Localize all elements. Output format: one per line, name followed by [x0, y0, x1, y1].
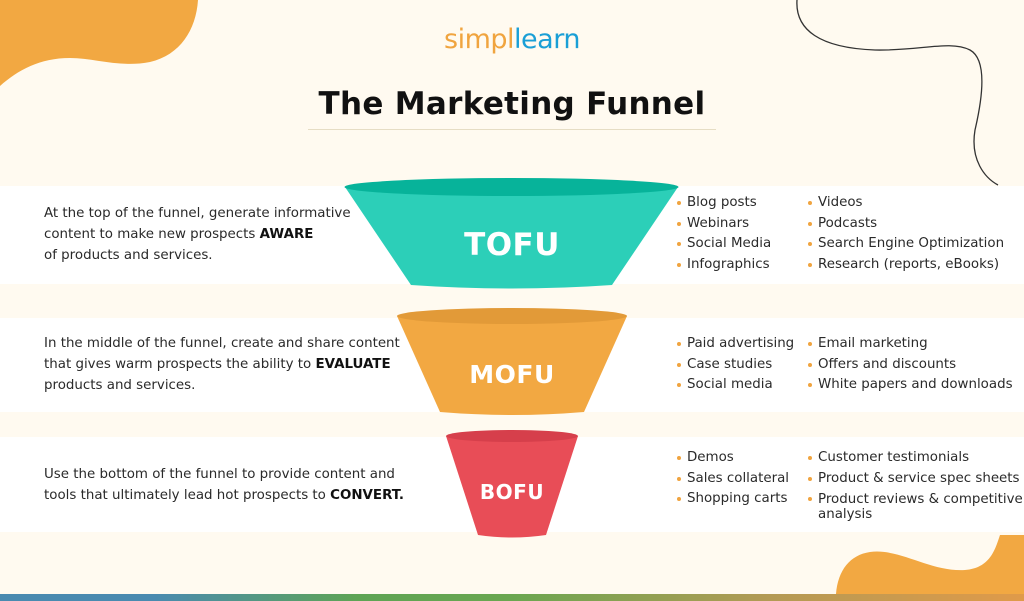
list-item: Blog posts — [677, 193, 771, 214]
list-item: Case studies — [677, 355, 794, 376]
tofu-desc-text: content to make new prospects — [44, 227, 260, 242]
list-item: Social Media — [677, 234, 771, 255]
mofu-desc-emphasis: EVALUATE — [315, 357, 391, 372]
list-item: Paid advertising — [677, 334, 794, 355]
tofu-desc-emphasis: AWARE — [259, 227, 314, 242]
list-item: Videos — [808, 193, 1004, 214]
tofu-description: At the top of the funnel, generate infor… — [44, 203, 351, 266]
list-item: Offers and discounts — [808, 355, 1013, 376]
mofu-desc-line1: In the middle of the funnel, create and … — [44, 336, 400, 351]
mofu-description: In the middle of the funnel, create and … — [44, 333, 400, 396]
mofu-desc-text: that gives warm prospects the ability to — [44, 357, 316, 372]
bottom-right-blob — [836, 535, 1024, 594]
bofu-desc-text: tools that ultimately lead hot prospects… — [44, 488, 331, 503]
logo-text-part2: learn — [514, 24, 580, 55]
mofu-tactics-col1: Paid advertising Case studies Social med… — [677, 334, 794, 396]
tofu-tactics-col2: Videos Podcasts Search Engine Optimizati… — [808, 193, 1004, 275]
tofu-label: TOFU — [464, 227, 560, 263]
list-item: Email marketing — [808, 334, 1013, 355]
list-item: Shopping carts — [677, 489, 789, 510]
simplilearn-logo: simpllearn — [0, 24, 1024, 55]
title-divider — [308, 129, 716, 130]
list-item: Customer testimonials — [808, 448, 1024, 469]
tofu-tactics-col1: Blog posts Webinars Social Media Infogra… — [677, 193, 771, 275]
list-item: White papers and downloads — [808, 375, 1013, 396]
list-item: Sales collateral — [677, 469, 789, 490]
mofu-tactics-col2: Email marketing Offers and discounts Whi… — [808, 334, 1013, 396]
bofu-tactics-col2: Customer testimonials Product & service … — [808, 448, 1024, 522]
mofu-desc-line2: that gives warm prospects the ability to… — [44, 354, 400, 375]
list-item: Research (reports, eBooks) — [808, 255, 1004, 276]
list-item: Product reviews & competitive analysis — [808, 489, 1024, 522]
list-item: Demos — [677, 448, 789, 469]
tofu-desc-line2: content to make new prospects AWARE — [44, 224, 351, 245]
tofu-desc-line3: of products and services. — [44, 248, 213, 263]
page-title: The Marketing Funnel — [318, 86, 706, 122]
tofu-desc-line1: At the top of the funnel, generate infor… — [44, 206, 351, 221]
logo-text-part1: simpl — [444, 24, 515, 55]
list-item: Product & service spec sheets — [808, 469, 1024, 490]
bofu-tactics-col1: Demos Sales collateral Shopping carts — [677, 448, 789, 510]
bofu-desc-emphasis: CONVERT. — [330, 488, 404, 503]
bofu-desc-line2: tools that ultimately lead hot prospects… — [44, 485, 404, 506]
mofu-label: MOFU — [469, 360, 555, 389]
bofu-label: BOFU — [479, 480, 545, 504]
list-item: Podcasts — [808, 214, 1004, 235]
bofu-desc-line1: Use the bottom of the funnel to provide … — [44, 467, 395, 482]
list-item: Social media — [677, 375, 794, 396]
list-item: Webinars — [677, 214, 771, 235]
mofu-desc-line3: products and services. — [44, 378, 196, 393]
bofu-description: Use the bottom of the funnel to provide … — [44, 464, 404, 506]
list-item: Search Engine Optimization — [808, 234, 1004, 255]
list-item: Infographics — [677, 255, 771, 276]
bottom-gradient-bar — [0, 594, 1024, 601]
